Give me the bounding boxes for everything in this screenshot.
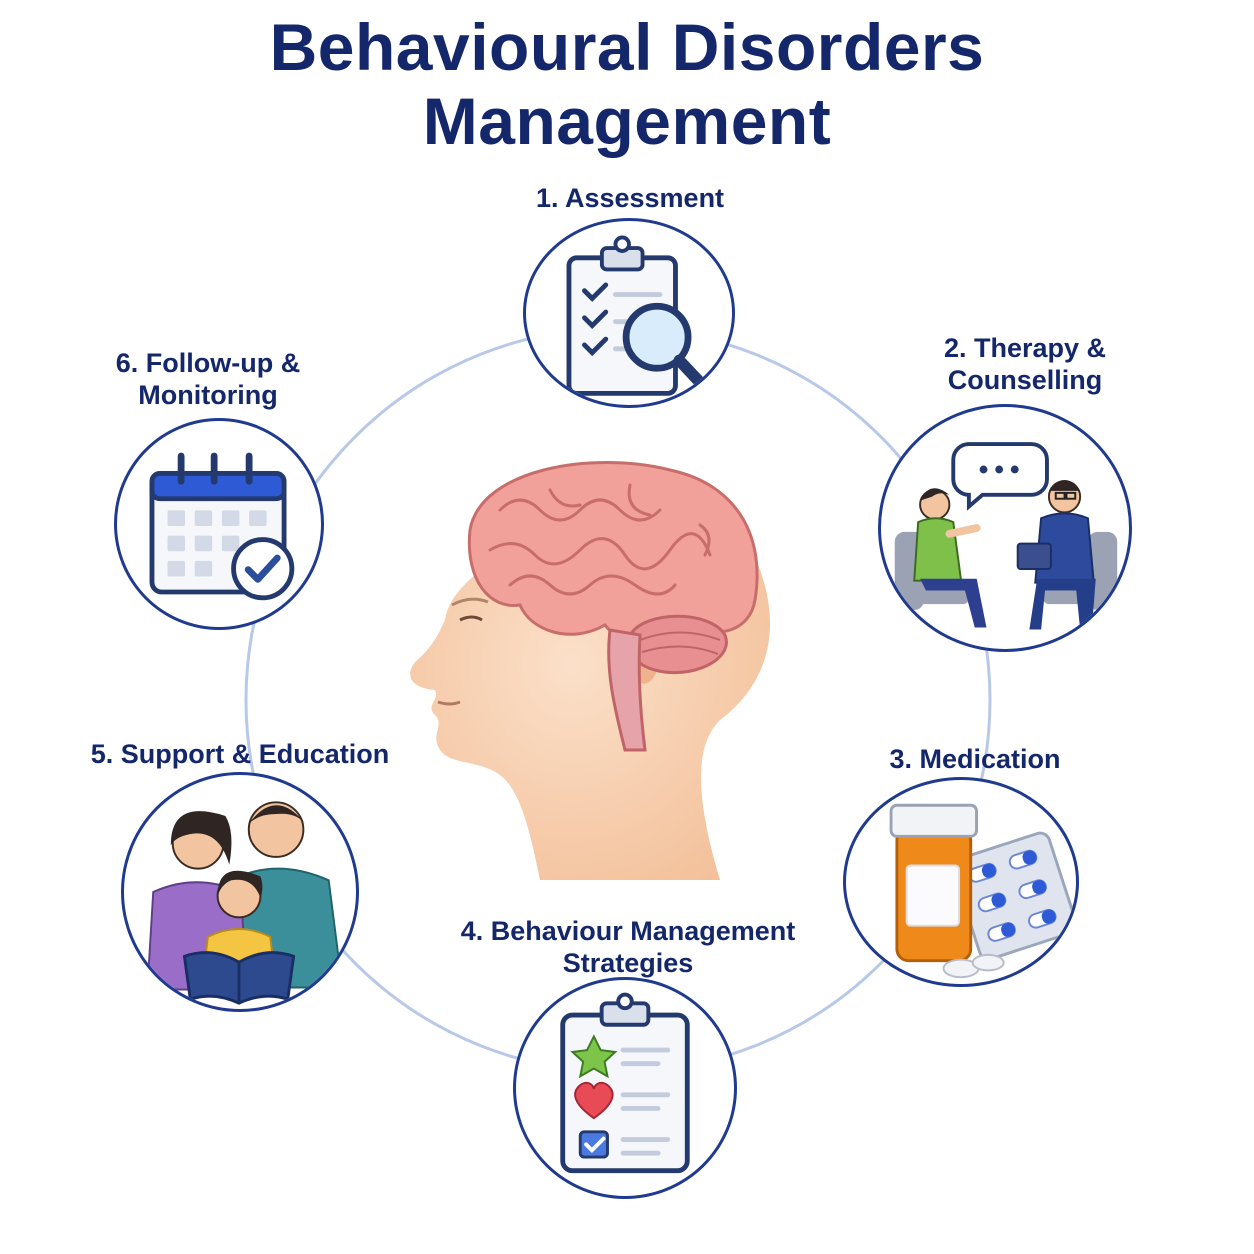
step-6-label: 6. Follow-up & Monitoring (115, 348, 301, 410)
title-line-1: Behavioural Disorders (269, 10, 985, 84)
mouth (437, 700, 461, 706)
clipboard-magnifier-icon (566, 235, 717, 400)
brow (451, 597, 489, 607)
star-icon (570, 1034, 618, 1079)
step-5-label: 5. Support & Education (90, 739, 390, 769)
step-4-behaviour-node[interactable] (513, 977, 737, 1199)
eye (459, 615, 483, 622)
step-4-label: 4. Behaviour Management Strategies (460, 916, 796, 978)
counselling-session-icon (894, 442, 1118, 630)
strategy-checklist-icon (560, 992, 690, 1174)
pill-bottle-icon (889, 803, 1076, 979)
brain-folds (488, 483, 712, 596)
step-5-support-node[interactable] (121, 772, 359, 1012)
step-6-followup-node[interactable] (114, 418, 324, 630)
checkbox-check-icon (584, 1136, 606, 1154)
cerebellum-lines (639, 631, 721, 655)
brain-head-illustration (410, 461, 771, 880)
title-line-2: Management (422, 84, 832, 158)
calendar-check-icon (149, 452, 295, 601)
heart-icon (574, 1081, 614, 1120)
step-2-therapy-node[interactable] (878, 404, 1132, 652)
step-1-label: 1. Assessment (535, 183, 725, 213)
step-1-assessment-node[interactable] (523, 218, 735, 408)
page-title: Behavioural Disorders Management (0, 10, 1254, 158)
brain-cerebellum (627, 614, 728, 675)
brain-stem (607, 628, 647, 752)
step-2-label: 2. Therapy & Counselling (943, 333, 1107, 395)
step-3-medication-node[interactable] (843, 777, 1079, 987)
step-3-label: 3. Medication (889, 744, 1061, 774)
family-reading-icon (146, 801, 344, 1005)
